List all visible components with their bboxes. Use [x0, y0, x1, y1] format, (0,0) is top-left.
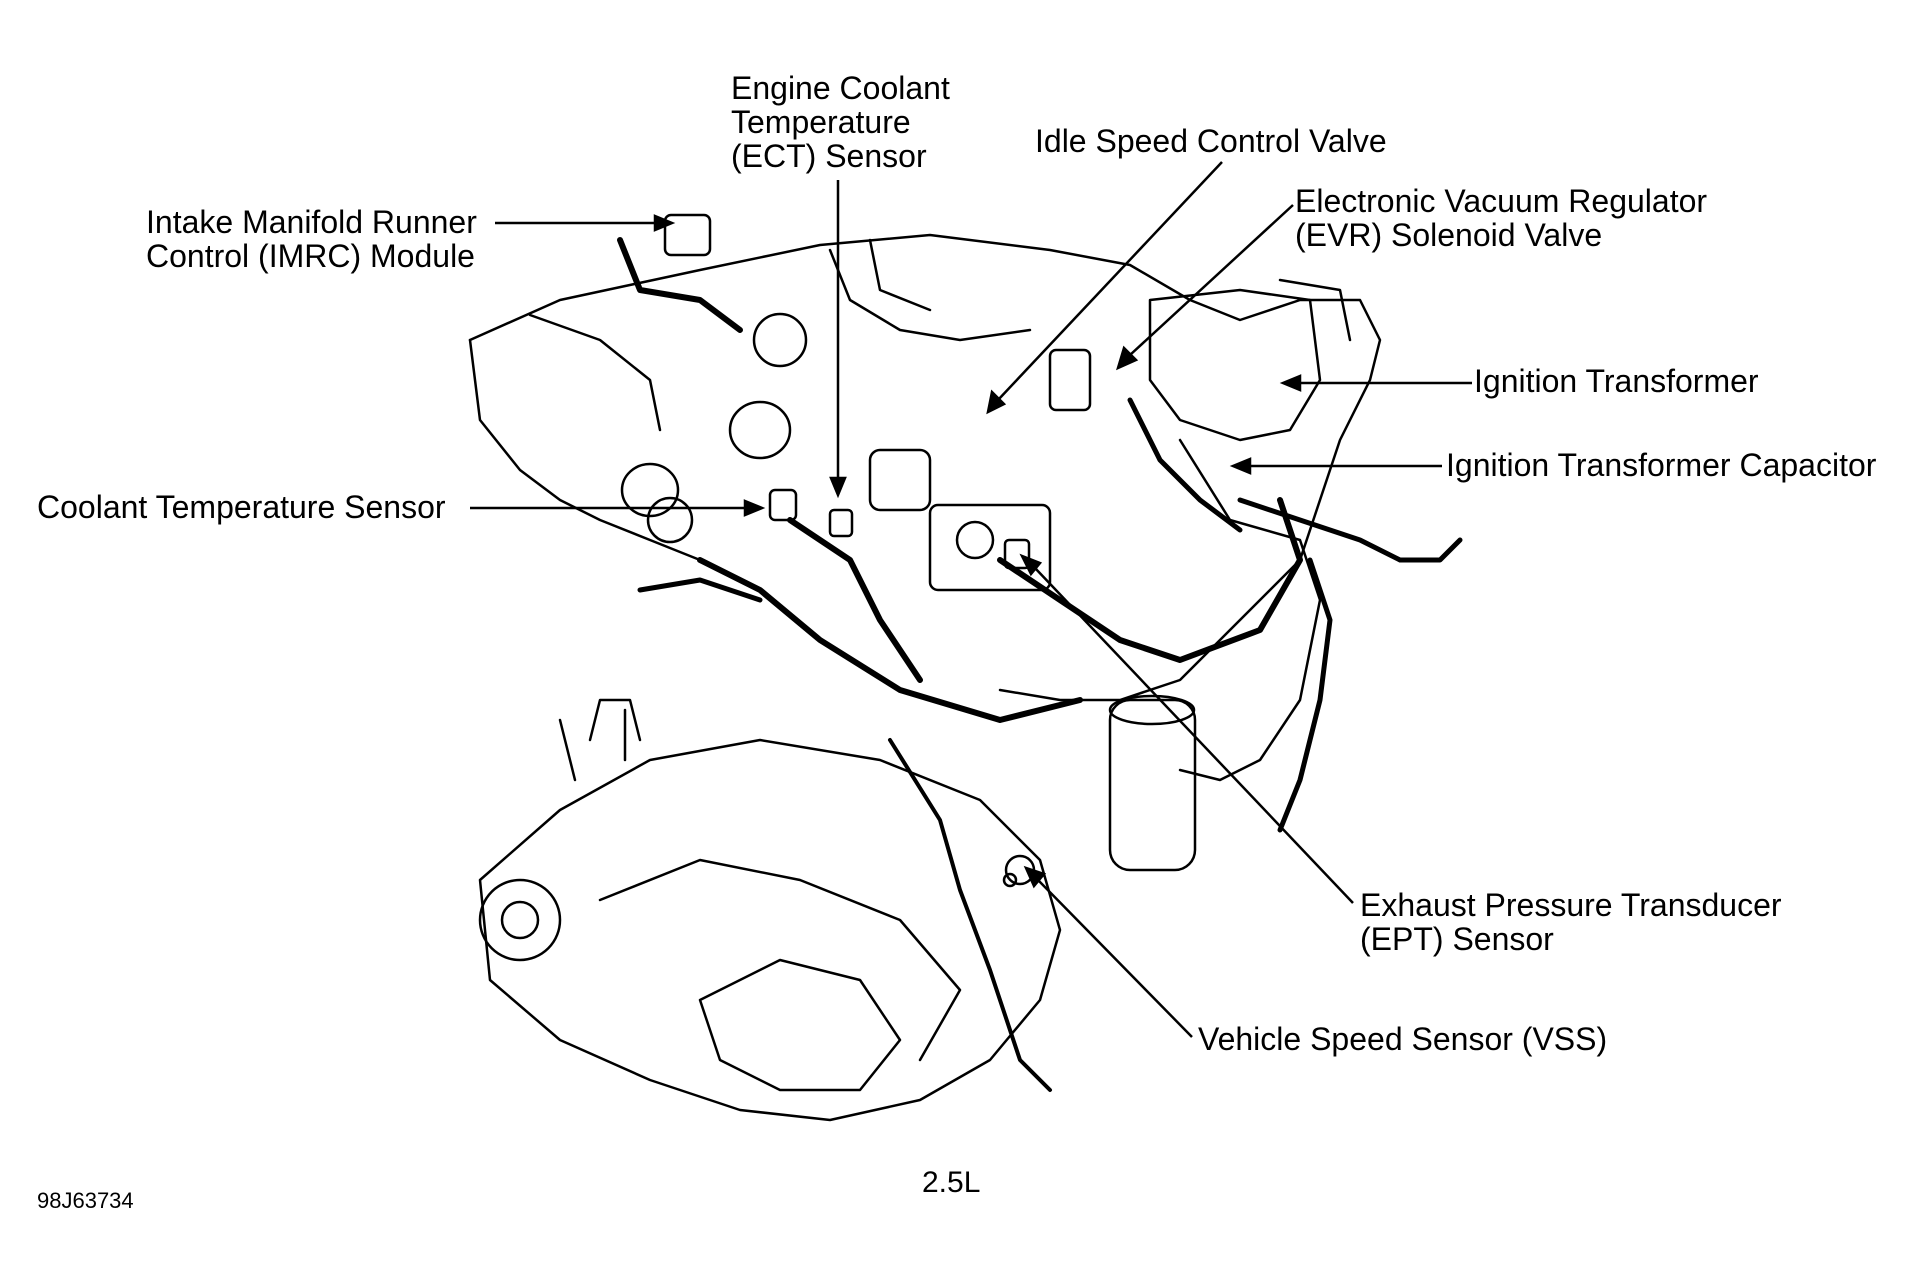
leader-vss [1037, 879, 1193, 1038]
label-vehicle-speed-sensor: Vehicle Speed Sensor (VSS) [1198, 1021, 1608, 1057]
engine-caption: 2.5L [922, 1166, 981, 1199]
label-ignition-transformer-capacitor: Ignition Transformer Capacitor [1446, 447, 1877, 483]
leader-lines [470, 161, 1472, 1038]
label-coolant-temperature-sensor: Coolant Temperature Sensor [37, 489, 446, 525]
leader-idle [997, 161, 1223, 401]
label-evr-solenoid-valve: Electronic Vacuum Regulator (EVR) Soleno… [1295, 183, 1708, 253]
transaxle [478, 738, 1062, 1122]
intake-manifold [468, 233, 1382, 702]
label-idle-speed-control-valve: Idle Speed Control Valve [1035, 123, 1387, 159]
label-ept-sensor: Exhaust Pressure Transducer (EPT) Sensor [1360, 887, 1782, 957]
leader-evr [1129, 204, 1294, 356]
leader-ept [1034, 567, 1354, 904]
label-ignition-transformer: Ignition Transformer [1474, 363, 1759, 399]
label-ect-sensor: Engine Coolant Temperature (ECT) Sensor [731, 70, 950, 174]
figure-id: 98J63734 [37, 1188, 134, 1213]
label-imrc-module: Intake Manifold Runner Control (IMRC) Mo… [146, 204, 477, 274]
